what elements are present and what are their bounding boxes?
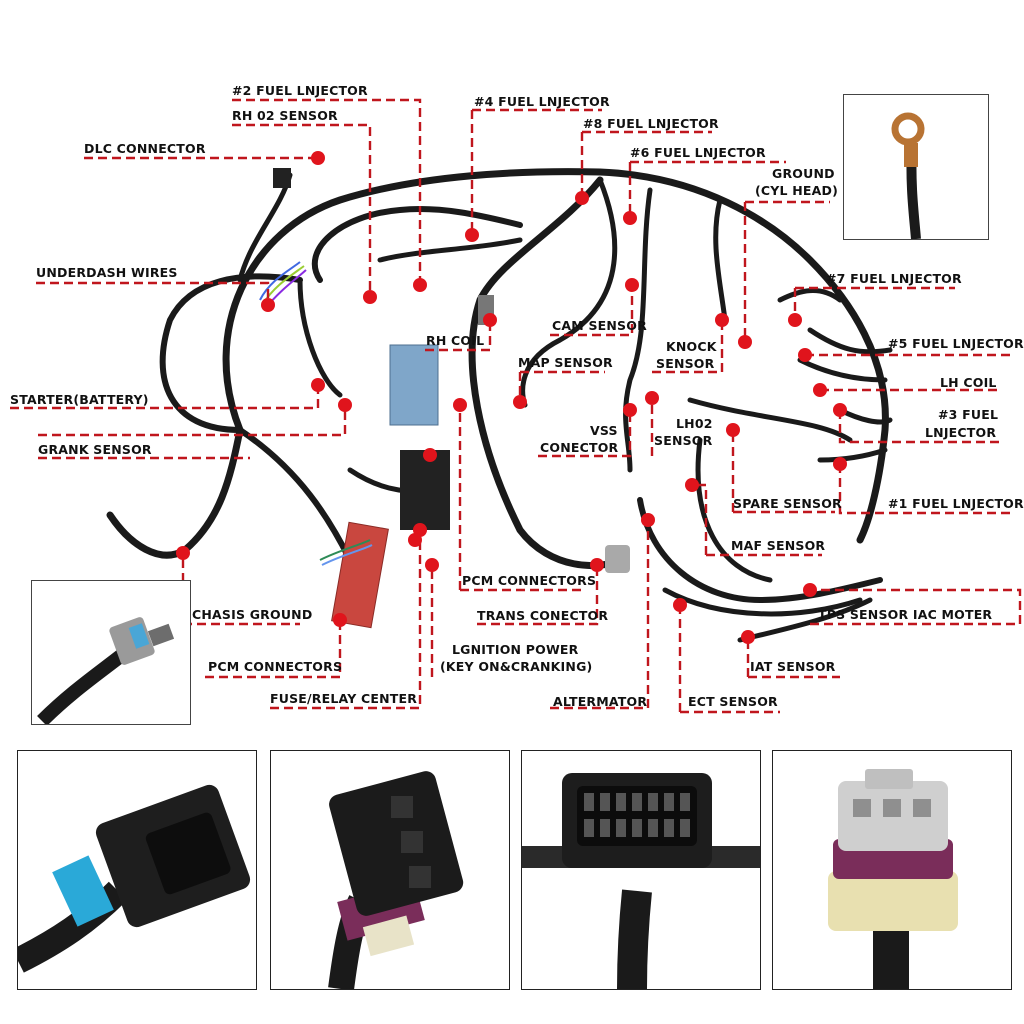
- label-pcm-connectors-1: PCM CONNECTORS: [462, 573, 597, 588]
- leader-lines: [10, 98, 1022, 714]
- label-lh-coil: LH COIL: [940, 375, 997, 390]
- harness-wires: [106, 168, 893, 643]
- label-cyl-head: (CYL HEAD): [755, 183, 839, 198]
- ground-terminal-inset: [843, 94, 989, 240]
- connector-bodies: [273, 168, 630, 629]
- harness-drawing: [10, 98, 1022, 714]
- label-ect-sensor: ECT SENSOR: [688, 694, 778, 709]
- label-fuel-injector-5: #5 FUEL LNJECTOR: [888, 336, 1024, 351]
- label-fuel-injector-4: #4 FUEL LNJECTOR: [474, 94, 610, 109]
- label-chasis-ground: CHASIS GROUND: [192, 607, 313, 622]
- 3pin-connector-photo: [270, 750, 510, 990]
- label-dlc-connector: DLC CONNECTOR: [84, 141, 206, 156]
- label-fuel-injector-3-line2: LNJECTOR: [925, 425, 997, 440]
- label-fuel-injector-2: #2 FUEL LNJECTOR: [232, 83, 368, 98]
- label-grank-sensor: GRANK SENSOR: [38, 442, 152, 457]
- label-key-on-cranking: (KEY ON&CRANKING): [440, 659, 593, 674]
- connection-dots: [176, 151, 847, 644]
- label-ignition-power: LGNITION POWER: [452, 642, 579, 657]
- underdash-wire-bundle: [259, 261, 373, 566]
- grey-connector-inset: [31, 580, 191, 725]
- square-connector-photo: [17, 750, 257, 990]
- grey-sensor-connector-photo: [772, 750, 1012, 990]
- label-iat-sensor: IAT SENSOR: [750, 659, 836, 674]
- label-pcm-connectors-2: PCM CONNECTORS: [208, 659, 343, 674]
- label-map-sensor: MAP SENSOR: [518, 355, 613, 370]
- label-ground: GROUND: [772, 166, 835, 181]
- label-fuse-relay-center: FUSE/RELAY CENTER: [270, 691, 418, 706]
- label-rh-o2-sensor: RH 02 SENSOR: [232, 108, 338, 123]
- label-trans-conector: TRANS CONECTOR: [477, 608, 609, 623]
- label-tps-sensor-iac-moter: TPS SENSOR IAC MOTER: [818, 607, 993, 622]
- label-vss: VSS: [590, 423, 618, 438]
- label-fuel-injector-7: #7 FUEL LNJECTOR: [826, 271, 962, 286]
- label-lh02: LH02: [676, 416, 713, 431]
- square-4pin-connector-icon: [18, 784, 251, 973]
- label-fuel-injector-6: #6 FUEL LNJECTOR: [630, 145, 766, 160]
- label-starter-battery: STARTER(BATTERY): [10, 392, 149, 407]
- obd-16pin-connector-icon: [522, 773, 760, 989]
- label-knock-sensor: SENSOR: [656, 356, 715, 371]
- label-altermator: ALTERMATOR: [553, 694, 648, 709]
- label-fuel-injector-8: #8 FUEL LNJECTOR: [583, 116, 719, 131]
- label-fuel-injector-1: #1 FUEL LNJECTOR: [888, 496, 1024, 511]
- label-lh02-sensor: SENSOR: [654, 433, 713, 448]
- grey-3pin-connector-icon: [828, 769, 958, 989]
- label-rh-coil: RH COIL: [426, 333, 485, 348]
- label-maf-sensor: MAF SENSOR: [731, 538, 826, 553]
- label-spare-sensor: SPARE SENSOR: [733, 496, 842, 511]
- dlc-obd-connector-photo: [521, 750, 761, 990]
- label-underdash-wires: UNDERDASH WIRES: [36, 265, 178, 280]
- 3pin-black-connector-icon: [328, 771, 464, 989]
- label-cam-sensor: CAM SENSOR: [552, 318, 647, 333]
- label-fuel-injector-3: #3 FUEL: [938, 407, 999, 422]
- ring-terminal-icon: [891, 112, 925, 239]
- label-vss-conector: CONECTOR: [540, 440, 619, 455]
- label-knock: KNOCK: [666, 339, 717, 354]
- grey-connector-icon: [37, 617, 175, 724]
